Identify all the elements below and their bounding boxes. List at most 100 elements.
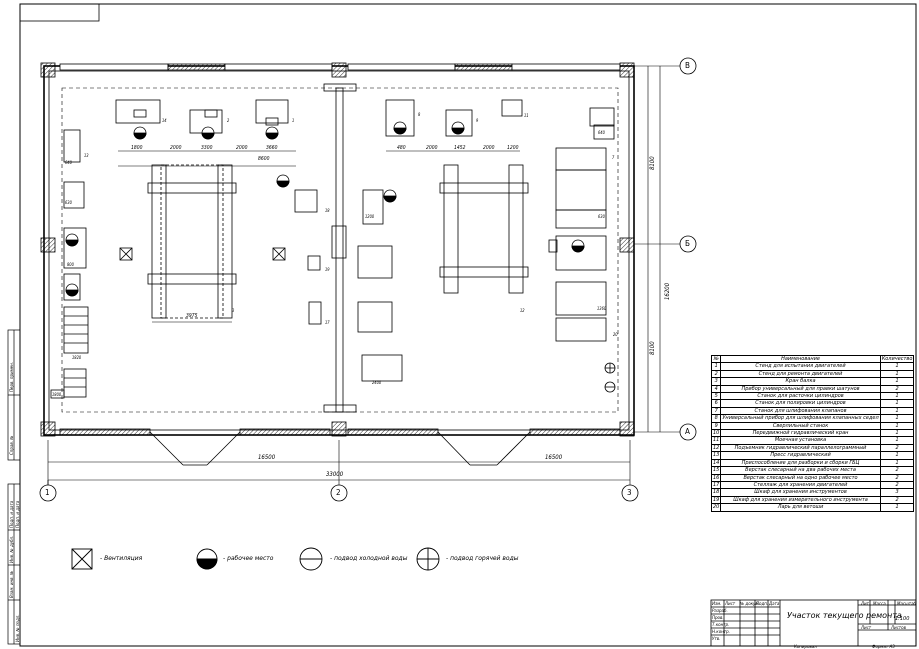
top-windows	[59, 63, 621, 71]
eq-num-20: 20	[613, 332, 618, 337]
spec-cell-num: 3	[710, 377, 722, 386]
spec-cell-num: 9	[710, 421, 722, 431]
tb-label-sheets: Листов	[891, 625, 906, 630]
eq-num-11: 11	[524, 113, 529, 118]
dim-top-left-4: 2000	[236, 145, 248, 151]
side-label-1: Перв. примен.	[9, 361, 14, 392]
eq-num-9: 9	[476, 118, 479, 123]
spec-cell-name: Универсальный прибор для шлифования клап…	[720, 414, 881, 423]
vent-icons-plan	[119, 239, 558, 261]
equipment-center	[294, 189, 403, 382]
spec-header-row: № Наименование Количество	[710, 354, 915, 364]
tb-label-prov: Пров.	[712, 615, 724, 620]
crane-beam	[323, 83, 357, 413]
spec-cell-qty: 2	[879, 495, 915, 505]
legend-workplace-label: - рабочее место	[223, 555, 274, 562]
spec-cell-qty: 1	[879, 421, 915, 431]
spec-cell-qty: 1	[879, 377, 915, 386]
left-side-strip	[7, 329, 21, 645]
tb-label-nkontr: Н.контр.	[712, 629, 730, 634]
axis-label-3: 3	[627, 488, 632, 497]
dim-top-left-2: 2000	[170, 145, 182, 151]
top-left-stamp	[19, 3, 100, 22]
spec-cell-qty: 3	[879, 488, 915, 497]
title-block-lines	[710, 599, 917, 647]
dimension-lines	[47, 65, 680, 486]
tb-label-list: Лист	[725, 601, 736, 606]
dim-misc-8: 640	[598, 130, 605, 135]
spec-cell-qty: 2	[879, 480, 915, 490]
spec-cell-qty: 2	[879, 384, 915, 394]
dim-misc-5: 1200	[365, 214, 375, 219]
eq-num-7: 7	[612, 155, 615, 160]
spec-cell-name: Кран балка	[720, 377, 881, 386]
spec-cell-qty: 1	[879, 392, 915, 401]
tb-label-sheet: Лист	[861, 625, 872, 630]
spec-cell-qty: 1	[879, 399, 915, 408]
tb-label-masshtab: Масштаб	[897, 601, 917, 606]
equipment-top-right	[385, 99, 615, 342]
drawing-title: Участок текущего ремонта	[787, 611, 902, 620]
spec-cell-name: Прибор универсальный для правки шатунов	[720, 384, 881, 394]
dim-pit-width: 3975	[186, 313, 198, 319]
spec-cell-name: Стеллаж для хранения двигателей	[720, 480, 881, 490]
dim-top-left-5: 3660	[266, 145, 278, 151]
lift-left	[147, 164, 237, 319]
spec-cell-qty: 1	[879, 429, 915, 438]
eq-num-19: 19	[325, 267, 330, 272]
axis-label-V: В	[685, 61, 690, 70]
spec-cell-name: Моечная установка	[720, 436, 881, 445]
side-label-6: Подп. и дата	[15, 500, 20, 528]
drawing-scale: 1:100	[895, 616, 910, 622]
tb-label-doc: № докум.	[740, 601, 760, 606]
dim-top-right-5: 1200	[507, 145, 519, 151]
structural-columns	[40, 62, 635, 437]
legend-vent-label: - Вентиляция	[100, 555, 143, 562]
spec-cell-num: 20	[710, 503, 722, 512]
spec-cell-num: 11	[710, 436, 722, 445]
spec-cell-num: 16	[710, 473, 722, 482]
tb-label-format: Формат А3	[872, 644, 895, 649]
spec-header-name: Наименование	[720, 354, 881, 364]
spec-cell-name: Пресс гидравлический	[720, 451, 881, 460]
spec-cell-name: Приспособление для разборки и сборки ГБЦ	[720, 458, 881, 468]
spec-cell-name: Сверлильный станок	[720, 421, 881, 431]
axis-markers	[39, 57, 697, 502]
legend-hot-water-label: - подвод горячей воды	[446, 555, 519, 562]
dim-top-right-1: 480	[397, 145, 406, 151]
dim-top-right-3: 1452	[454, 145, 466, 151]
eq-num-8: 8	[418, 112, 421, 117]
dim-span-lower: 8100	[649, 341, 656, 355]
spec-cell-name: Станок для шлифования клапанов	[720, 406, 881, 416]
dim-top-left-1: 1800	[131, 145, 143, 151]
spec-cell-qty: 1	[879, 436, 915, 445]
spec-cell-qty: 1	[879, 362, 915, 371]
eq-num-13: 13	[84, 153, 89, 158]
equipment-left-wall	[50, 129, 89, 399]
eq-num-12: 12	[520, 308, 525, 313]
spec-cell-name: Станок для полировки цилиндров	[720, 399, 881, 408]
side-label-2: Справ. №	[9, 435, 14, 455]
spec-cell-name: Ларь для ветоши	[720, 503, 881, 512]
dim-top-left-total: 8600	[258, 156, 270, 162]
spec-cell-num: 4	[710, 384, 722, 394]
side-label-5: Взам. инв. №	[9, 570, 14, 598]
spec-cell-num: 15	[710, 466, 722, 475]
eq-num-14: 14	[162, 118, 167, 123]
spec-cell-name: Верстак слесарный на одно рабочее место	[720, 473, 881, 482]
legend-cold-water-label: - подвод холодной воды	[330, 555, 408, 562]
spec-cell-name: Шкаф для хранения инструментов	[720, 488, 881, 497]
spec-cell-qty: 1	[879, 406, 915, 416]
water-icons-plan	[604, 362, 616, 393]
sheet-border	[19, 3, 917, 647]
tb-label-podp: Подп.	[756, 601, 769, 606]
building-walls	[43, 65, 635, 436]
tb-label-utv: Утв.	[712, 636, 721, 641]
spec-cell-name: Станок для расточки цилиндров	[720, 392, 881, 401]
dim-top-left-3: 3300	[201, 145, 213, 151]
